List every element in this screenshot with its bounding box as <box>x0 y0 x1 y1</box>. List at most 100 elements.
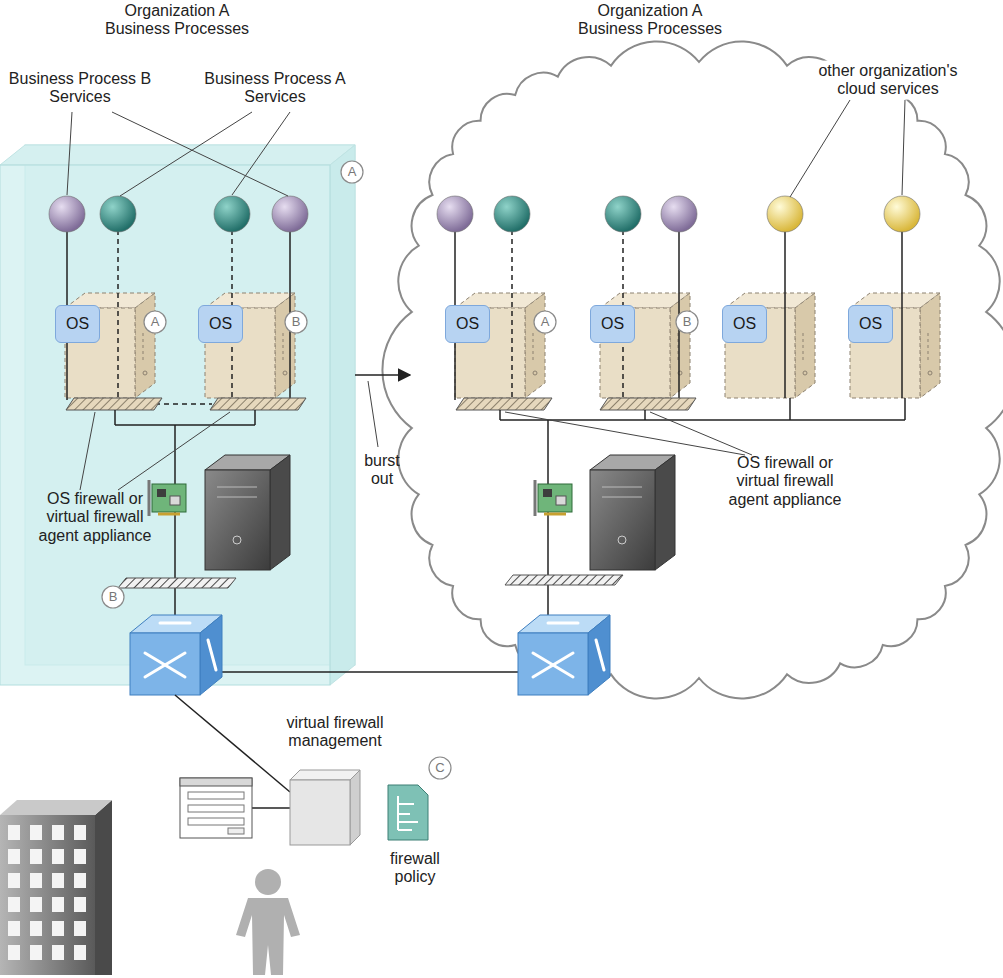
switch-front <box>518 633 588 695</box>
nic-bracket <box>148 480 151 516</box>
building-window <box>8 897 20 912</box>
console-window <box>180 778 252 838</box>
hardware-firewall-bar <box>118 578 236 588</box>
tower-drive <box>602 487 642 488</box>
server-side <box>795 293 815 398</box>
person-body <box>236 898 300 975</box>
os-box: OS <box>198 305 243 343</box>
service-sphere <box>767 196 803 232</box>
tower-button <box>618 536 626 544</box>
building-side <box>95 800 112 975</box>
tower-front <box>590 470 655 570</box>
server-button <box>533 371 537 375</box>
server-button <box>928 371 932 375</box>
callout-letter: A <box>541 315 550 330</box>
building-window <box>74 897 86 912</box>
os-label: OS <box>209 315 232 333</box>
annotation-label: Business Process A Services <box>200 70 350 107</box>
building-window <box>30 897 42 912</box>
tower-drive <box>602 497 642 498</box>
nic-bracket <box>534 480 537 516</box>
service-link <box>784 230 786 398</box>
leader-line <box>790 100 850 197</box>
policy-tree-line <box>398 813 410 815</box>
building-top <box>0 800 112 815</box>
os-firewall-bar <box>210 398 306 410</box>
server-front <box>455 308 525 398</box>
nic-card <box>538 484 572 512</box>
callout-letter: C <box>435 761 444 776</box>
building-window <box>74 921 86 936</box>
os-label: OS <box>456 315 479 333</box>
annotation-label: firewall policy <box>375 850 455 887</box>
callout-letter: B <box>683 315 692 330</box>
server-button <box>143 371 147 375</box>
leader-line <box>120 112 252 196</box>
building-window <box>8 873 20 888</box>
switch-arrow <box>208 640 216 670</box>
service-sphere <box>661 196 697 232</box>
tower-side <box>270 455 290 570</box>
region-top-face <box>0 145 355 165</box>
nic-contacts <box>158 513 180 516</box>
server-button <box>283 371 287 375</box>
os-box: OS <box>848 305 893 343</box>
switch-side <box>200 615 222 695</box>
building-window <box>8 921 20 936</box>
leader-line <box>902 100 905 195</box>
building-window <box>8 825 20 840</box>
building-window <box>74 849 86 864</box>
cloud-region: Organization A Business ProcessesOSOSOSO… <box>410 0 1000 690</box>
leader-line <box>118 412 230 490</box>
policy-tree-line <box>398 829 412 831</box>
tower-drive <box>217 497 257 498</box>
console-titlebar <box>180 778 252 786</box>
server-slot <box>533 333 534 363</box>
console-field <box>188 792 244 799</box>
os-label: OS <box>859 315 882 333</box>
leader-line <box>67 112 72 195</box>
network-link-dashed <box>155 403 212 405</box>
os-firewall-bar <box>66 398 162 410</box>
os-firewall-bar <box>600 398 696 410</box>
callout-letter: B <box>109 590 118 605</box>
building-window <box>52 873 64 888</box>
console-field <box>188 818 244 825</box>
management-link <box>175 695 290 792</box>
nic-card <box>152 484 186 512</box>
switch-arrow <box>533 653 573 677</box>
region-heading: Organization A Business Processes <box>565 2 735 39</box>
callout-circle <box>676 311 698 333</box>
annotation-label: other organization's cloud services <box>800 61 976 100</box>
network-link <box>254 410 256 425</box>
cloud-outline <box>382 42 1003 699</box>
region-front-face <box>0 165 330 685</box>
hardware-firewall-bar <box>505 575 623 585</box>
network-link <box>115 424 255 426</box>
building-window <box>74 825 86 840</box>
server-slot <box>143 333 144 363</box>
server-slot <box>803 333 804 363</box>
service-sphere <box>494 196 530 232</box>
leader-line <box>80 412 95 490</box>
tower-drive <box>217 487 257 488</box>
leader-line <box>232 112 290 195</box>
nic-chip <box>543 489 552 497</box>
burst-arrow <box>355 374 410 376</box>
switch-link <box>215 671 525 673</box>
callout-circle <box>102 586 124 608</box>
leader-line <box>650 412 752 455</box>
console-field <box>188 805 244 812</box>
network-link <box>499 410 501 420</box>
switch-arrow <box>533 653 573 677</box>
building-window <box>52 849 64 864</box>
building-window <box>74 945 86 960</box>
building-window <box>30 921 42 936</box>
service-sphere <box>437 196 473 232</box>
server-button <box>803 371 807 375</box>
leader-line <box>112 112 288 196</box>
os-box: OS <box>722 305 767 343</box>
service-link-dashed <box>511 230 513 400</box>
network-link <box>904 398 906 420</box>
